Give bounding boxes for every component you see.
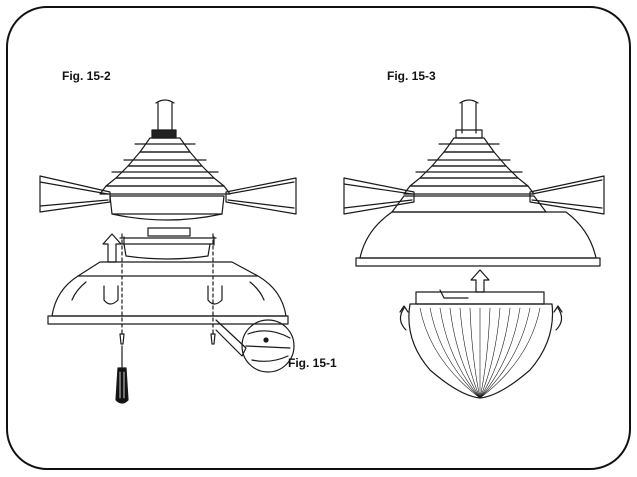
diagram-frame bbox=[6, 6, 631, 470]
downrod-left bbox=[151, 99, 177, 139]
fig-15-2-label: Fig. 15-2 bbox=[62, 69, 111, 83]
bowl-shade-left bbox=[47, 261, 289, 325]
blade-left-b bbox=[225, 177, 297, 215]
screwdriver bbox=[115, 345, 129, 404]
fig-15-3-label: Fig. 15-3 bbox=[387, 69, 436, 83]
blade-left-a bbox=[39, 175, 111, 213]
bowl-shade-right bbox=[355, 195, 601, 267]
twist-arrow-right bbox=[555, 307, 563, 331]
ribbed-glass-dome bbox=[399, 289, 563, 399]
switch-housing-left bbox=[109, 195, 225, 221]
fig-15-3-drawing bbox=[343, 99, 605, 399]
twist-arrow-left bbox=[399, 307, 407, 331]
detail-callout bbox=[215, 319, 295, 373]
mounting-plate bbox=[119, 227, 217, 260]
motor-housing-right bbox=[403, 137, 535, 195]
blade-right-b bbox=[529, 175, 605, 215]
motor-housing-left bbox=[99, 137, 231, 195]
fig-15-2-drawing bbox=[39, 99, 297, 404]
downrod-right bbox=[455, 99, 483, 139]
screw-guides bbox=[119, 233, 216, 345]
fig-15-1-label: Fig. 15-1 bbox=[288, 356, 337, 370]
up-arrow-right bbox=[470, 269, 490, 293]
up-arrow-left bbox=[102, 233, 122, 263]
